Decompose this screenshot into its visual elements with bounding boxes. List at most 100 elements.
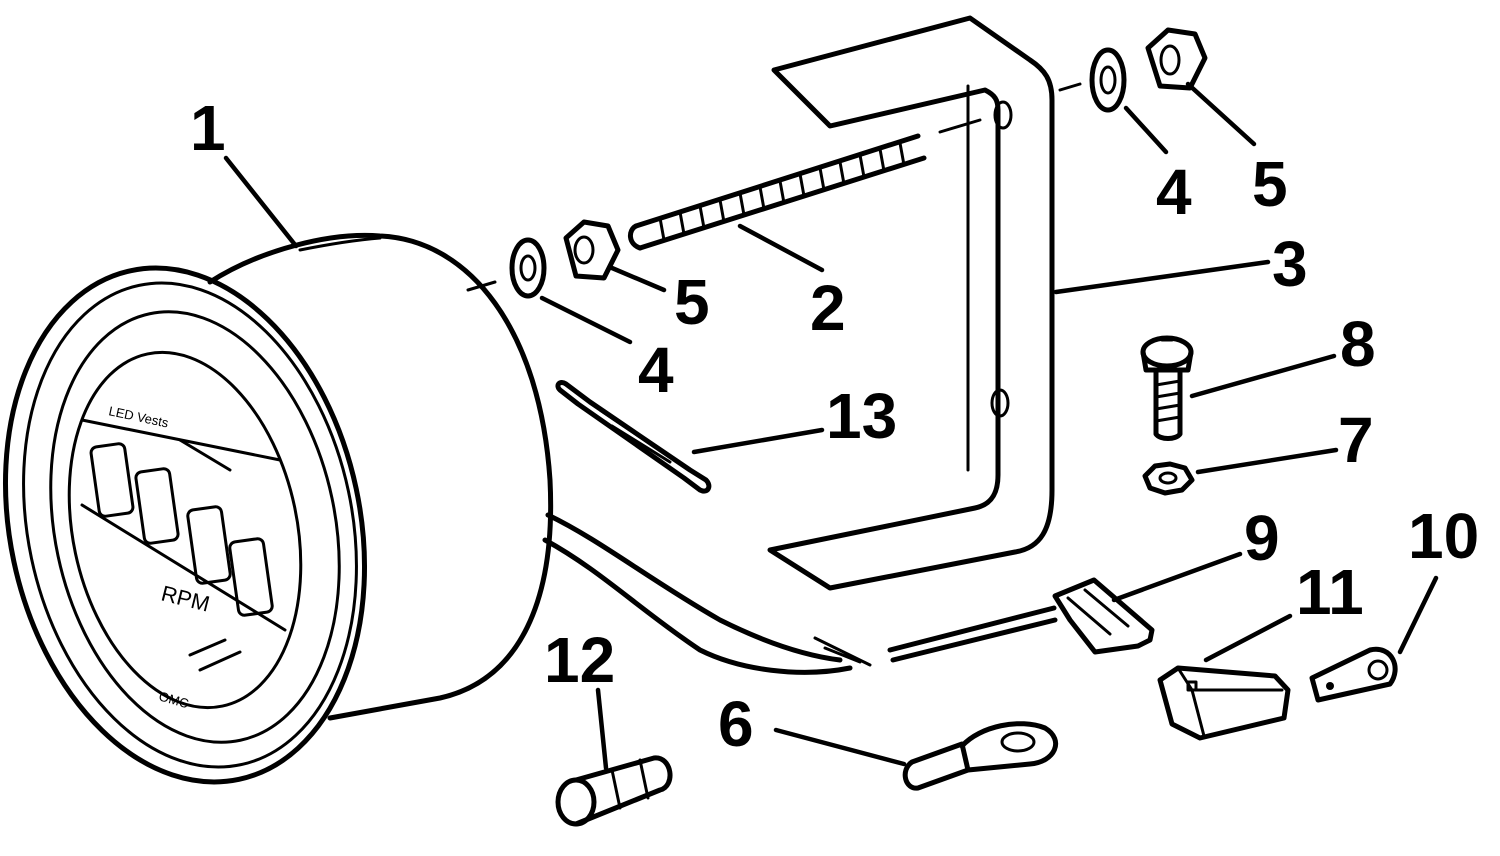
gauge-glare [178,438,242,672]
gauge-can-top [298,236,382,252]
leader-1 [223,155,299,249]
leader-4-right [1123,105,1169,155]
callout-6: 6 [718,688,754,760]
washer-left-body [509,237,547,299]
ring-terminal-hole [1000,731,1036,753]
bracket-hole-top [993,100,1013,130]
pin-detail [598,408,682,466]
callout-8: 8 [1340,308,1376,380]
callout-12: 12 [544,624,615,696]
harness-connector [813,636,872,667]
screw-shank [1153,367,1183,441]
female-connector-edges [1176,666,1284,738]
part-6-ring-terminal [902,721,1059,791]
leader-6 [773,727,907,767]
leader-11 [1203,613,1293,663]
connector-body [1052,577,1155,655]
leader-10 [1397,575,1439,655]
pin-body [555,380,712,494]
part-7-star-washer [1142,461,1195,496]
star-washer-body [1142,461,1195,496]
star-washer-hole [1158,471,1178,485]
connector-wire [887,605,1058,663]
leader-8 [1189,353,1337,399]
gauge-unit-label: RPM [159,581,212,617]
tab-terminal-body [1309,646,1398,703]
gauge-bezel-inner [49,310,341,744]
part-10-tab-terminal [1309,646,1398,703]
washer-left-center-line [466,280,497,292]
part-2-threaded-stud [628,118,982,251]
part-5-hex-nut-left [563,219,621,281]
part-4-lock-washer-left [466,237,547,299]
leader-5-left [609,265,667,293]
harness-upper [545,512,843,663]
leader-lines [223,81,1439,771]
callout-5-left: 5 [674,266,710,338]
callout-labels: 1 2 3 4 4 5 5 6 7 8 9 10 11 12 13 [190,92,1479,760]
gauge-bezel-ring [22,281,358,769]
tab-terminal-rivet [1326,682,1334,690]
callout-9: 9 [1244,502,1280,574]
ring-terminal-ring [959,721,1059,773]
digit-cell-3 [186,505,232,585]
callout-4-left: 4 [638,334,674,406]
harness-lower [542,537,853,675]
gauge-face [67,350,303,710]
stud-body [633,133,927,251]
part-11-female-connector [1157,665,1291,741]
connector-detail [1066,588,1130,636]
leader-9 [1111,551,1243,603]
bracket-center-line [1058,82,1082,92]
part-1-tachometer: LED Vests RPM OMC [2,232,872,785]
screw-head-side [1140,349,1194,373]
part-5-hex-nut-right [1145,27,1208,91]
washer-left-hole [519,254,537,282]
stud-center-line [938,118,982,134]
part-4-lock-washer-right [1089,47,1127,113]
gauge-digit-cells [89,442,274,617]
callout-5-right: 5 [1252,148,1288,220]
digit-cell-1 [89,442,135,518]
fuse-bands [610,758,650,810]
gauge-bezel-outer [2,265,368,785]
callout-7: 7 [1338,404,1374,476]
callout-13: 13 [826,380,897,452]
leader-2 [737,223,825,273]
callout-4-right: 4 [1156,156,1192,228]
leader-7 [1195,447,1339,475]
leader-3 [1053,259,1271,295]
stud-end [628,223,643,251]
bracket-outline [767,15,1055,591]
leader-12 [595,687,609,771]
gauge-band-bottom [80,503,287,632]
washer-right-body [1089,47,1127,113]
part-13-terminal-pin [555,380,712,494]
screw-threads [1154,379,1182,423]
part-3-bracket [767,15,1082,591]
fuse-body [573,755,673,827]
leader-13 [691,427,825,455]
tab-terminal-hole [1367,659,1389,681]
part-9-spade-connector [887,577,1155,663]
female-connector-slot [1186,680,1198,692]
leader-5-right [1185,81,1257,147]
callout-2: 2 [810,272,846,344]
part-8-screw [1140,335,1194,441]
callout-1: 1 [190,92,226,164]
nut-left-body [563,219,621,281]
part-12-fuse [555,755,673,827]
female-connector-body [1157,665,1291,741]
callout-3: 3 [1272,228,1308,300]
leader-4-left [539,295,633,345]
callout-11: 11 [1296,556,1364,628]
nut-left-hole [573,235,595,265]
callout-10: 10 [1408,500,1479,572]
screw-head [1140,335,1194,369]
gauge-can-body [207,232,554,721]
bracket-hole-bottom [990,388,1010,418]
nut-right-hole [1159,44,1181,76]
digit-cell-4 [228,537,274,617]
